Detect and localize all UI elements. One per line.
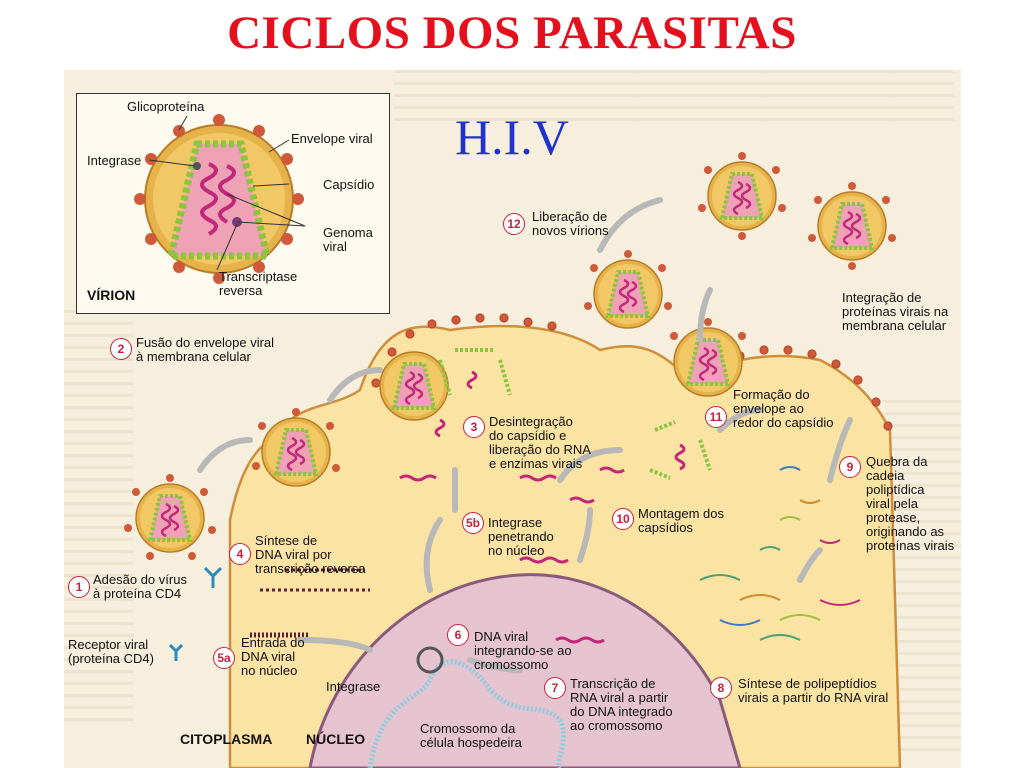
host-chromosome-label: Cromossomo da célula hospedeira [420,721,522,750]
step-2-label: Fusão do envelope viral à membrana celul… [136,335,275,364]
step-11-label: Formação do envelope ao redor do capsídi… [733,387,834,430]
viral-rna-strands [399,370,686,644]
nucleus-label: NÚCLEO [306,731,366,747]
virion-released-3 [816,190,888,262]
step-5a-number: 5a [213,647,235,669]
step-8-number: 8 [710,677,732,699]
integration-label: Integração de proteínas virais na membra… [842,290,949,333]
step-1-number: 1 [68,576,90,598]
step-9-label: Quebra da cadeia poliptídica viral pela … [866,454,955,553]
step-5b-number: 5b [462,512,484,534]
step-12-label: Liberação de novos vírions [532,209,609,238]
virion-spikes [124,152,896,560]
page-title: CICLOS DOS PARASITAS [227,7,797,59]
step-6-number: 6 [447,624,469,646]
reverse-transcriptase-label: Transcriptase reversa [219,269,298,298]
virion-diagram [134,114,306,284]
virion-inset: Glicoproteína Envelope viral Integrase C… [76,93,390,314]
virion-attaching [134,482,206,554]
virion-released-2 [706,160,778,232]
cytoplasm-label: CITOPLASMA [180,731,273,747]
step-7-label: Transcrição de RNA viral a partir do DNA… [570,676,673,733]
step-10-label: Montagem dos capsídios [638,506,724,535]
receptor-label: Receptor viral (proteína CD4) [68,637,154,666]
faded-background-text [394,70,954,130]
step-3-label: Desintegração do capsídio e liberação do… [489,414,591,471]
virion-fusing [260,416,332,488]
step-6-label: DNA viral integrando-se ao cromossomo [474,629,572,672]
step-5b-label: Integrase penetrando no núcleo [488,515,554,558]
nucleus [308,573,742,768]
genome-label: Genoma viral [323,225,373,254]
glycoprotein-label: Glicoproteína [127,99,205,114]
virion-released-1 [592,258,664,330]
step-11-number: 11 [705,406,727,428]
process-arrows [197,197,853,673]
step-12-number: 12 [503,213,525,235]
integrase-inset-label: Integrase [87,153,142,168]
step-9-number: 9 [839,456,861,478]
step-10-number: 10 [612,508,634,530]
step-1-label: Adesão do vírus à proteína CD4 [93,572,187,601]
virion-caption: VÍRION [87,287,136,303]
step-2-number: 2 [110,338,132,360]
step-7-number: 7 [544,677,566,699]
page-subtitle: H.I.V [455,109,569,165]
step-3-number: 3 [463,416,485,438]
virion-entering [378,350,450,422]
viral-dna [250,568,370,638]
cd4-receptors [168,566,223,661]
step-8-label: Síntese de polipeptídios virais a partir… [738,676,889,705]
step-4-number: 4 [229,543,251,565]
integrase-label: Integrase [326,679,381,694]
virion-budding [672,326,744,398]
envelope-label: Envelope viral [291,131,373,146]
polypeptides [699,466,861,641]
capsid-label: Capsídio [323,177,375,192]
step-4-label: Síntese de DNA viral por transcrição rev… [255,533,366,576]
step-5a-label: Entrada do DNA viral no núcleo [241,635,305,678]
faded-background-text [64,310,134,730]
capsid-fragments [438,348,712,480]
